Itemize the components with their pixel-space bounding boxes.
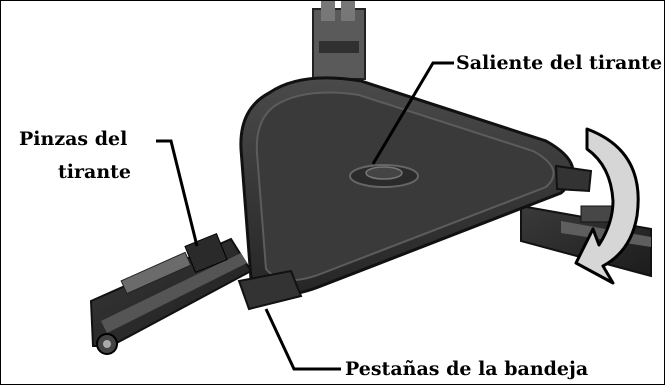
leader-pinzas (156, 141, 197, 246)
triangular-tray (239, 78, 591, 309)
label-pinzas-del: Pinzas del (19, 128, 127, 150)
tray-tab-front (239, 271, 301, 309)
left-tripod-leg (91, 234, 251, 354)
label-pestanas-de-la-bandeja: Pestañas de la bandeja (345, 358, 588, 380)
leader-pestanas (266, 309, 341, 369)
label-saliente-del-tirante: Saliente del tirante (456, 52, 662, 74)
label-tirante: tirante (58, 161, 131, 183)
tray-tab-right (556, 166, 591, 191)
